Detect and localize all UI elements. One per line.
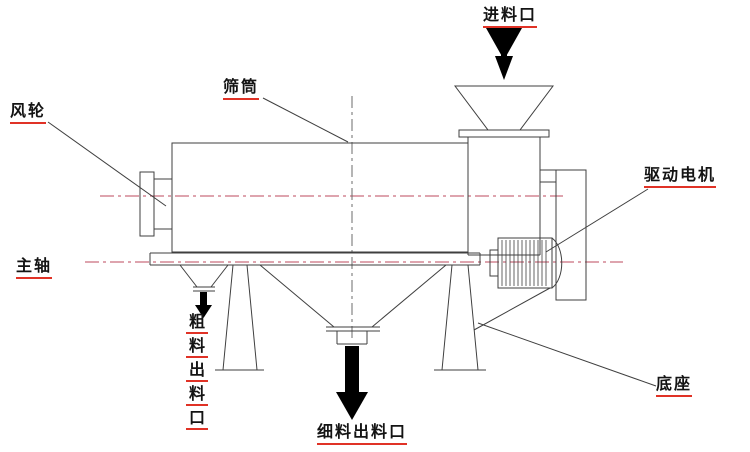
leader-fan-wheel — [47, 121, 167, 207]
label-fan-wheel: 风轮 — [10, 101, 47, 124]
fine-outlet-hopper — [259, 264, 447, 345]
base-frame — [149, 252, 481, 266]
leader-drive-motor — [545, 188, 649, 253]
motor-end-cap — [551, 237, 563, 289]
label-drive-motor: 驱动电机 — [644, 165, 717, 188]
label-coarse-outlet-char: 料 — [186, 384, 208, 406]
centerlines — [85, 96, 623, 338]
label-main-shaft: 主轴 — [16, 256, 53, 279]
feed-funnel — [454, 85, 554, 131]
fan-wheel-housing — [139, 171, 173, 237]
label-base: 底座 — [656, 374, 693, 397]
label-sieve-drum: 筛筒 — [223, 77, 260, 100]
support-legs — [215, 264, 486, 371]
motor-coupling — [489, 249, 499, 277]
label-coarse-outlet-char: 口 — [186, 408, 208, 430]
leader-base — [477, 322, 657, 387]
coarse-outlet-arrow-icon — [195, 292, 212, 318]
fine-outlet-arrow-icon — [336, 346, 368, 420]
label-coarse-outlet-char: 料 — [186, 336, 208, 358]
leader-sieve-drum — [262, 97, 349, 143]
leader-lines — [47, 97, 657, 387]
motor-mount-plate — [555, 169, 587, 301]
drive-motor-assembly — [473, 169, 587, 331]
label-fine-outlet: 细料出料口 — [317, 422, 408, 445]
label-coarse-outlet: 粗 料 出 料 口 — [186, 312, 208, 432]
feed-arrow-icon — [486, 28, 522, 80]
label-coarse-outlet-char: 出 — [186, 360, 208, 382]
label-coarse-outlet-char: 粗 — [186, 312, 208, 334]
motor-hatching — [501, 240, 547, 286]
sieve-drum-body — [171, 142, 469, 253]
motor-brace — [473, 287, 551, 331]
label-feed-inlet: 进料口 — [483, 5, 538, 28]
feed-box — [458, 129, 550, 256]
coarse-outlet-hopper — [179, 264, 229, 292]
